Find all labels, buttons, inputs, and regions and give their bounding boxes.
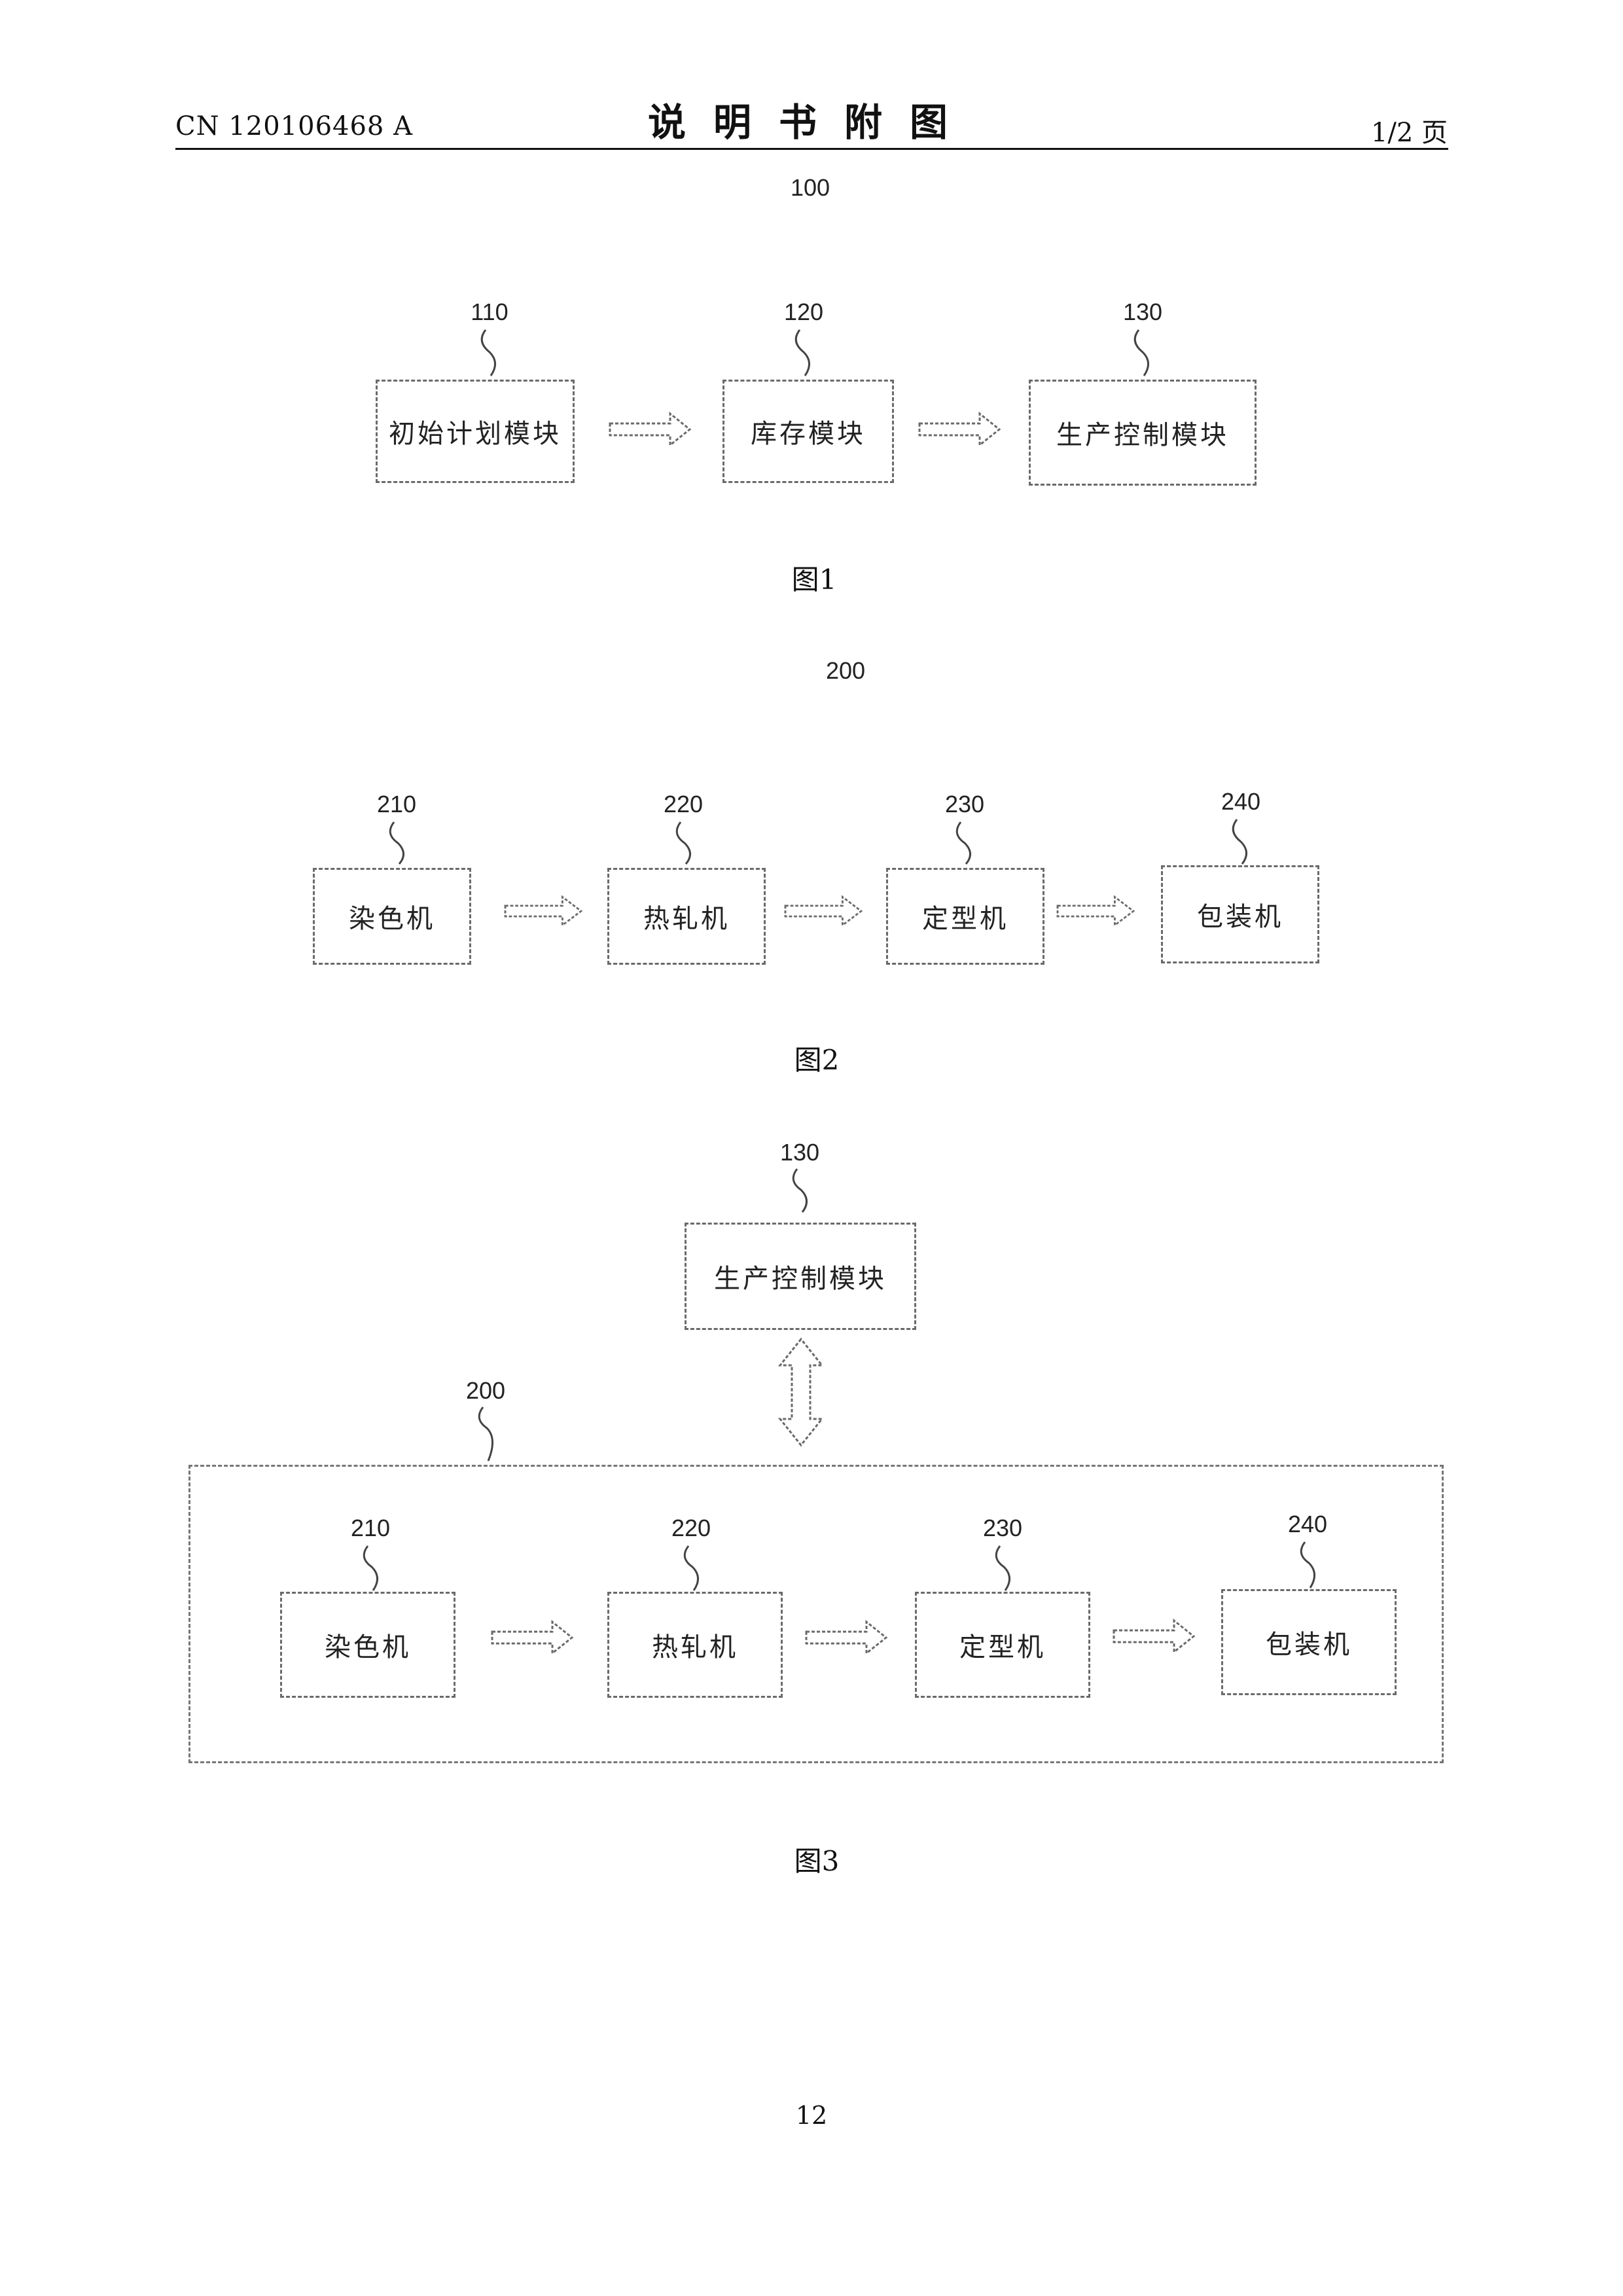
system-ref-200: 200 (826, 657, 865, 685)
machine-label: 定型机 (922, 897, 1008, 935)
leader-line (1233, 819, 1246, 864)
machine-label: 包装机 (1197, 895, 1283, 933)
hot-rolling-machine: 热轧机 (607, 868, 766, 965)
header-divider (175, 148, 1448, 150)
module-label: 初始计划模块 (389, 412, 562, 450)
machine-label: 染色机 (349, 897, 435, 935)
figure-caption: 图3 (794, 1839, 840, 1879)
bidirectional-arrow (780, 1339, 822, 1445)
leader-line (479, 1407, 492, 1461)
page-number: 12 (796, 2101, 827, 2130)
module-label: 生产控制模块 (714, 1257, 887, 1295)
packaging-machine: 包装机 (1161, 865, 1319, 963)
machine-ref: 210 (377, 791, 416, 818)
figure-caption: 图1 (792, 558, 837, 598)
machine-label: 染色机 (325, 1626, 411, 1664)
module-ref: 110 (471, 298, 508, 326)
dyeing-machine: 染色机 (280, 1592, 455, 1698)
machine-ref: 210 (351, 1515, 390, 1542)
packaging-machine: 包装机 (1221, 1589, 1397, 1695)
machine-label: 热轧机 (652, 1626, 738, 1664)
flow-arrow (610, 414, 690, 445)
machine-ref: 230 (945, 791, 984, 818)
flow-arrow (505, 897, 581, 925)
setting-machine: 定型机 (915, 1592, 1090, 1698)
machine-ref: 220 (664, 791, 703, 818)
setting-machine: 定型机 (886, 868, 1044, 965)
module-label: 生产控制模块 (1056, 414, 1229, 452)
flow-arrow (1058, 897, 1133, 925)
leader-line (957, 822, 970, 864)
leader-line (796, 330, 809, 376)
production-control-module: 生产控制模块 (685, 1223, 916, 1330)
machine-ref: 240 (1288, 1511, 1327, 1538)
leader-line (1135, 330, 1148, 376)
flow-arrow (919, 414, 999, 445)
machine-label: 定型机 (959, 1626, 1046, 1664)
hot-rolling-machine: 热轧机 (607, 1592, 783, 1698)
machine-label: 热轧机 (643, 897, 730, 935)
machine-ref: 220 (671, 1515, 711, 1542)
page-label: 1/2 页 (1371, 111, 1448, 149)
dyeing-machine: 染色机 (313, 868, 471, 965)
leader-line (390, 822, 403, 864)
leader-line (793, 1169, 806, 1212)
flow-arrow (785, 897, 861, 925)
module-label: 库存模块 (751, 412, 866, 450)
machine-ref: 230 (983, 1515, 1022, 1542)
initial-plan-module: 初始计划模块 (376, 380, 575, 483)
control-ref: 130 (780, 1139, 819, 1166)
machine-ref: 240 (1221, 788, 1260, 816)
module-ref: 120 (784, 298, 823, 326)
module-ref: 130 (1123, 298, 1162, 326)
figure-caption: 图2 (794, 1038, 840, 1078)
inventory-module: 库存模块 (722, 380, 894, 483)
group-ref: 200 (466, 1377, 505, 1405)
leader-line (677, 822, 690, 864)
production-control-module: 生产控制模块 (1029, 380, 1257, 486)
leader-line (482, 330, 495, 376)
machine-label: 包装机 (1266, 1623, 1352, 1661)
system-ref-100: 100 (791, 174, 830, 202)
